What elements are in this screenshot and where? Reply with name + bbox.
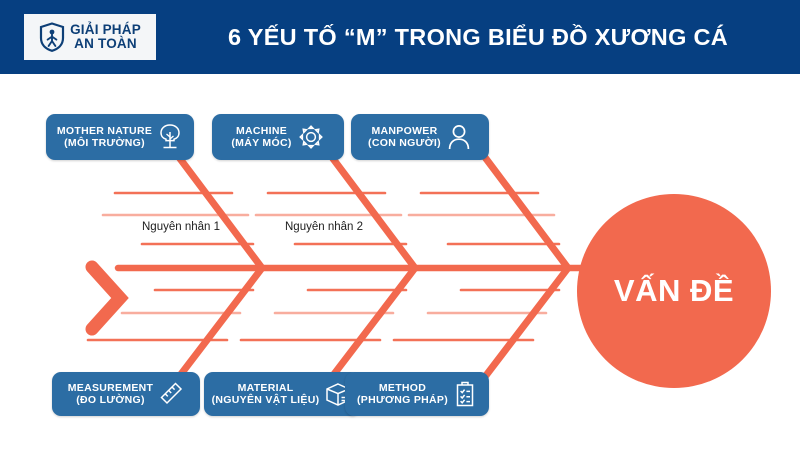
category-subtitle: (MÔI TRƯỜNG) [64, 137, 145, 149]
category-subtitle: (MÁY MÓC) [231, 137, 292, 149]
cause-label-1: Nguyên nhân 1 [142, 221, 221, 233]
clipboard-checklist-icon [456, 381, 474, 407]
category-subtitle: (PHƯƠNG PHÁP) [357, 394, 448, 406]
category-title: METHOD [378, 381, 427, 394]
category-subtitle: (NGUYÊN VẬT LIỆU) [211, 394, 320, 406]
category-title: MANPOWER [371, 124, 438, 137]
logo: GIẢI PHÁP AN TOÀN [24, 14, 156, 60]
header-bar: GIẢI PHÁP AN TOÀN 6 YẾU TỐ “M” TRONG BIỂ… [0, 0, 800, 74]
category-title: MEASUREMENT [67, 381, 154, 394]
fishbone-diagram: Nguyên nhân 1 Nguyên nhân 2 MOTHER NATUR… [0, 74, 800, 450]
ruler-icon [160, 382, 183, 405]
category-box-machine[interactable]: MACHINE (MÁY MÓC) [212, 114, 344, 160]
bone-bottom-3 [477, 264, 572, 386]
category-title: MATERIAL [237, 381, 294, 394]
logo-line-1: GIẢI PHÁP [70, 22, 141, 38]
category-text: MATERIAL (NGUYÊN VẬT LIỆU) [212, 382, 320, 406]
cause-label-2: Nguyên nhân 2 [285, 221, 364, 233]
tree-icon [160, 124, 180, 149]
bone-top-3 [477, 148, 572, 272]
page-title: 6 YẾU TỐ “M” TRONG BIỂU ĐỒ XƯƠNG CÁ [227, 23, 729, 50]
category-box-mother-nature[interactable]: MOTHER NATURE (MÔI TRƯỜNG) [46, 114, 194, 160]
spine-tail [85, 260, 129, 336]
problem-node[interactable]: VẤN ĐỀ [577, 194, 771, 388]
category-text: MANPOWER (CON NGƯỜI) [368, 125, 441, 149]
category-text: MACHINE (MÁY MÓC) [231, 125, 291, 149]
bone-top-2 [324, 148, 419, 272]
bone-bottom-1 [171, 264, 266, 386]
category-text: METHOD (PHƯƠNG PHÁP) [357, 382, 448, 406]
category-box-manpower[interactable]: MANPOWER (CON NGƯỜI) [351, 114, 489, 160]
category-subtitle: (CON NGƯỜI) [368, 137, 441, 149]
logo-line-2: AN TOÀN [74, 36, 137, 51]
person-icon [448, 125, 470, 150]
problem-label: VẤN ĐỀ [613, 273, 735, 308]
category-box-measurement[interactable]: MEASUREMENT (ĐO LƯỜNG) [52, 372, 200, 416]
category-box-method[interactable]: METHOD (PHƯƠNG PHÁP) [345, 372, 489, 416]
category-text: MEASUREMENT (ĐO LƯỜNG) [68, 382, 154, 406]
gear-icon [298, 125, 323, 149]
fishbone-skeleton [85, 148, 604, 386]
category-subtitle: (ĐO LƯỜNG) [76, 394, 145, 406]
shield-person-icon [39, 22, 65, 52]
bone-top-1 [171, 148, 266, 272]
category-title: MACHINE [235, 124, 288, 137]
category-text: MOTHER NATURE (MÔI TRƯỜNG) [57, 125, 152, 149]
logo-text: GIẢI PHÁP AN TOÀN [70, 23, 141, 51]
category-title: MOTHER NATURE [56, 124, 153, 137]
category-box-material[interactable]: MATERIAL (NGUYÊN VẬT LIỆU) [204, 372, 360, 416]
bone-bottom-2 [324, 264, 419, 386]
